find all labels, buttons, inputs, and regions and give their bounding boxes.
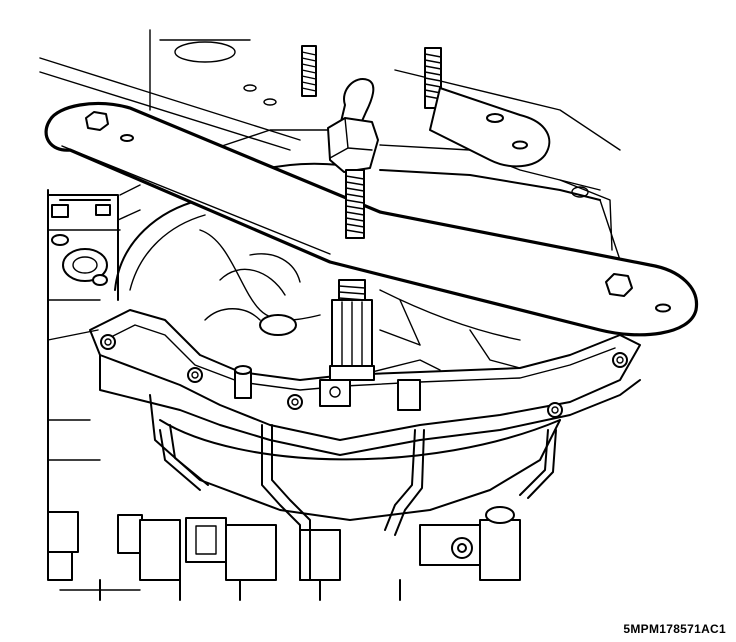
support-bar-tool (44, 101, 699, 337)
pan-hardware (234, 359, 441, 411)
pan-straps (159, 424, 557, 581)
bar-bolt-left (85, 111, 109, 131)
bar-bolt-right (605, 273, 633, 297)
figure-code-label: 5MPM178571AC1 (623, 622, 726, 636)
adjusting-screw (327, 78, 379, 239)
left-housing (47, 184, 141, 521)
interior-components (114, 199, 521, 369)
bracket-plate (429, 87, 551, 168)
lower-hook-screw (329, 279, 375, 381)
threaded-studs (301, 45, 442, 109)
housing-flange (89, 309, 641, 521)
bottom-fittings (47, 506, 521, 601)
